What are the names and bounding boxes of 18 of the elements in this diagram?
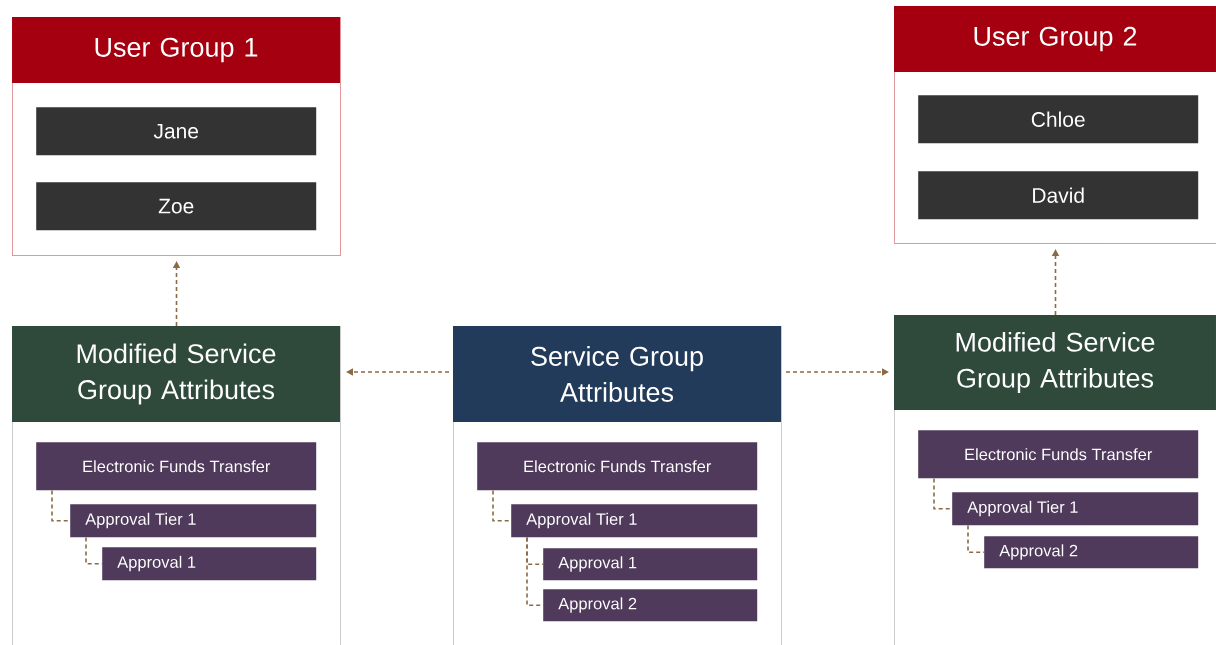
approval-box: Approval 2 bbox=[543, 589, 758, 622]
approval-box: Approval 1 bbox=[543, 548, 758, 581]
name-box: Chloe bbox=[918, 95, 1199, 144]
tree-connector bbox=[967, 524, 985, 553]
service-box: Electronic Funds Transfer bbox=[477, 442, 758, 491]
name-box: Jane bbox=[36, 107, 317, 156]
approval-box: Approval 1 bbox=[102, 547, 317, 581]
name-box: David bbox=[918, 171, 1199, 220]
tree-connector bbox=[933, 477, 953, 510]
approval-box: Approval 2 bbox=[984, 536, 1199, 569]
service-box: Electronic Funds Transfer bbox=[918, 430, 1199, 479]
tree-connector bbox=[492, 489, 512, 522]
name-box: Zoe bbox=[36, 182, 317, 231]
approval-box: Approval Tier 1 bbox=[70, 504, 317, 538]
approval-box: Approval Tier 1 bbox=[952, 492, 1199, 526]
service-box: Electronic Funds Transfer bbox=[36, 442, 317, 491]
approval-box: Approval Tier 1 bbox=[511, 504, 758, 538]
tree-connector bbox=[51, 489, 71, 522]
